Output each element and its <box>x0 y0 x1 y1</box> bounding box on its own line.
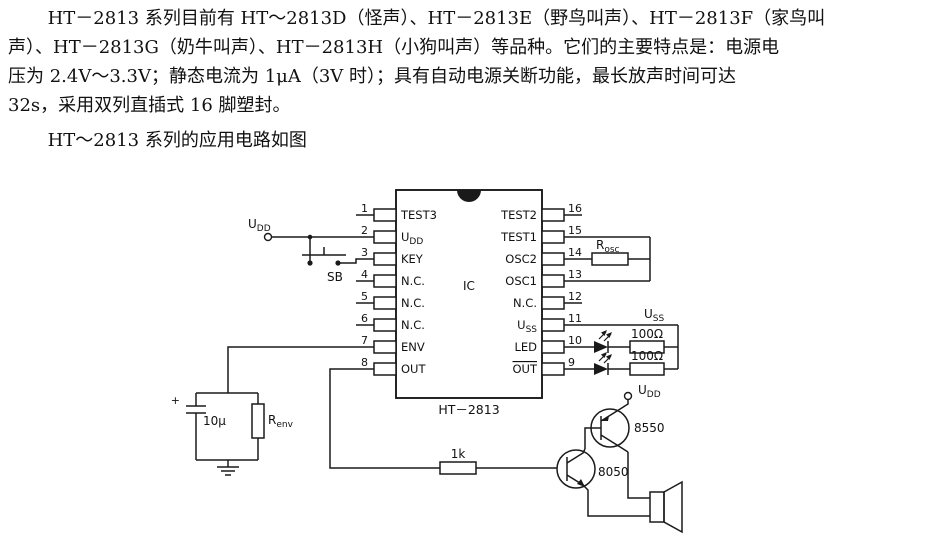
ic-label: IC <box>463 279 475 293</box>
cap-polarity: + <box>171 394 180 407</box>
ic-pin-right-13: 13 OSC1 <box>505 268 582 288</box>
vdd-right-label: UDD <box>638 383 661 400</box>
svg-text:OUT: OUT <box>513 362 538 376</box>
svg-text:USS: USS <box>517 318 537 335</box>
ic-notch <box>457 190 481 202</box>
resistor-100ohm-1: 100Ω <box>608 327 678 354</box>
resistor-100ohm-2: 100Ω <box>608 349 678 376</box>
svg-text:TEST2: TEST2 <box>500 208 537 222</box>
ic-pin-left-1: 1 TEST3 <box>356 202 437 222</box>
ic-pin-left-8: 8 OUT <box>361 356 426 376</box>
ic-pin-right-15: 15 TEST1 <box>500 224 582 244</box>
resistor-rosc: Rosc <box>591 238 629 266</box>
ic-pin-right-9: 9 OUT <box>513 356 576 376</box>
ground-icon <box>217 466 239 476</box>
ic-pin-right-12: 12 N.C. <box>513 290 582 310</box>
out-drive-branch: 1k <box>329 368 557 475</box>
r1k-label: 1k <box>451 447 466 461</box>
led-branch: USS 100Ω <box>564 307 679 376</box>
svg-text:LED: LED <box>514 340 537 354</box>
paragraph-line: HT－2813 系列目前有 HT～2813D（怪声）、HT－2813E（野鸟叫声… <box>47 8 826 29</box>
env-rc-network: + 10μ Renv <box>171 346 374 476</box>
q8050-label: 8050 <box>598 465 629 479</box>
renv-label: Renv <box>268 413 294 430</box>
ic-outline <box>395 189 543 399</box>
figure-caption: HT～2813 系列的应用电路如图 <box>47 130 307 151</box>
sb-label: SB <box>327 270 343 284</box>
intro-paragraph: HT－2813 系列目前有 HT～2813D（怪声）、HT－2813E（野鸟叫声… <box>8 4 934 155</box>
ic-pin-left-4: 4 N.C. <box>356 268 425 288</box>
ic-pin-left-7: 7 ENV <box>361 334 425 354</box>
svg-text:OSC1: OSC1 <box>505 274 537 288</box>
vdd-terminal <box>263 232 273 242</box>
svg-text:OUT: OUT <box>401 362 426 376</box>
resistor-renv: Renv <box>251 393 294 460</box>
ic-pin-left-6: 6 N.C. <box>356 312 425 332</box>
amplifier-stage: UDD 8550 8050 <box>556 383 683 534</box>
ic-ht2813: IC HT－2813 1 TEST3 2 UDD 3 KEY <box>356 189 582 417</box>
r100-1-label: 100Ω <box>631 327 663 341</box>
ic-pin-left-2: 2 UDD <box>361 224 423 247</box>
svg-text:6: 6 <box>361 312 368 325</box>
svg-text:ENV: ENV <box>401 340 425 354</box>
svg-text:5: 5 <box>361 290 368 303</box>
svg-text:UDD: UDD <box>401 230 423 247</box>
svg-text:1: 1 <box>361 202 368 215</box>
svg-text:15: 15 <box>568 224 582 237</box>
capacitor-10u: + 10μ <box>171 393 226 460</box>
cap-value-label: 10μ <box>203 414 226 428</box>
svg-text:TEST1: TEST1 <box>500 230 537 244</box>
svg-text:10: 10 <box>568 334 582 347</box>
svg-text:N.C.: N.C. <box>513 296 537 310</box>
led2-icon <box>564 352 612 375</box>
transistor-8550: 8550 <box>584 399 665 453</box>
ic-part-number: HT－2813 <box>438 402 499 417</box>
push-button-sb: SB <box>302 237 374 284</box>
paragraph-line: 压为 2.4V～3.3V；静态电流为 1μA（3V 时）；具有自动电源关断功能，… <box>8 66 737 87</box>
q8550-label: 8550 <box>634 421 665 435</box>
svg-text:13: 13 <box>568 268 582 281</box>
resistor-1k: 1k <box>439 447 477 475</box>
svg-text:7: 7 <box>361 334 368 347</box>
ic-pin-right-16: 16 TEST2 <box>500 202 582 222</box>
vdd-input-branch: UDD <box>248 217 374 242</box>
svg-text:11: 11 <box>568 312 582 325</box>
ic-pin-right-11: 11 USS <box>517 312 582 335</box>
ic-pin-right-10: 10 LED <box>514 334 582 354</box>
transistor-8050: 8050 <box>556 448 650 517</box>
svg-text:N.C.: N.C. <box>401 274 425 288</box>
svg-text:4: 4 <box>361 268 368 281</box>
led1-icon <box>564 330 612 353</box>
vdd-left-label: UDD <box>248 217 271 234</box>
svg-text:2: 2 <box>361 224 368 237</box>
svg-text:8: 8 <box>361 356 368 369</box>
oscillator-branch: Rosc <box>564 236 651 282</box>
ic-pin-right-14: 14 OSC2 <box>505 246 582 266</box>
paragraph-line: 32s，采用双列直插式 16 脚塑封。 <box>8 95 291 116</box>
svg-text:N.C.: N.C. <box>401 318 425 332</box>
svg-text:N.C.: N.C. <box>401 296 425 310</box>
svg-text:OSC2: OSC2 <box>505 252 537 266</box>
speaker-icon <box>649 480 683 534</box>
rosc-label: Rosc <box>596 238 620 255</box>
svg-text:16: 16 <box>568 202 582 215</box>
paragraph-line: 声）、HT－2813G（奶牛叫声）、HT－2813H（小狗叫声）等品种。它们的主… <box>8 37 780 58</box>
svg-text:9: 9 <box>568 356 575 369</box>
svg-text:TEST3: TEST3 <box>400 208 437 222</box>
svg-text:14: 14 <box>568 246 582 259</box>
svg-text:KEY: KEY <box>401 252 424 266</box>
ic-pin-left-5: 5 N.C. <box>356 290 425 310</box>
vdd-right-terminal <box>623 391 633 401</box>
svg-text:12: 12 <box>568 290 582 303</box>
uss-label: USS <box>644 307 665 324</box>
r100-2-label: 100Ω <box>631 349 663 363</box>
svg-text:3: 3 <box>361 246 368 259</box>
